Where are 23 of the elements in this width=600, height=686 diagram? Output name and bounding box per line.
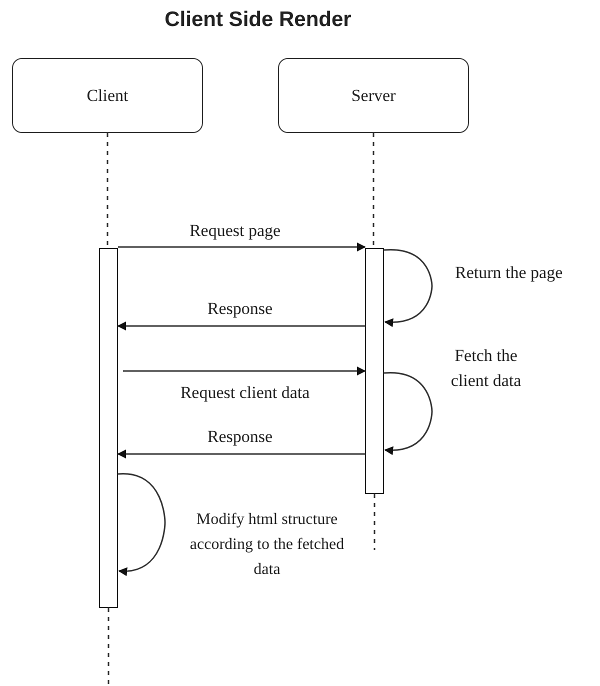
message-arrow [384, 372, 433, 455]
lifeline [108, 608, 110, 686]
edge-label: Request client data [179, 382, 311, 404]
lifeline [106, 133, 108, 248]
edge-label: Response [206, 298, 274, 320]
edge-label: Modify html structure according to the fetched data [188, 510, 346, 580]
message-arrow [118, 473, 166, 576]
edge-label: Response [206, 426, 274, 448]
edge-label: Fetch the client data [450, 345, 522, 392]
lifeline [372, 133, 374, 248]
edge-label: Return the page [455, 262, 563, 284]
participant-box: Client [12, 58, 203, 133]
participant-box: Server [278, 58, 469, 133]
edge-label: Request page [188, 220, 282, 242]
message-arrow [118, 242, 366, 252]
activation-bar [365, 248, 384, 494]
message-arrow [384, 249, 433, 327]
diagram-title: Client Side Render [164, 8, 352, 32]
activation-bar [99, 248, 118, 608]
lifeline [374, 494, 376, 550]
message-arrow [123, 366, 366, 376]
message-arrow [117, 322, 365, 330]
message-arrow [117, 450, 365, 458]
